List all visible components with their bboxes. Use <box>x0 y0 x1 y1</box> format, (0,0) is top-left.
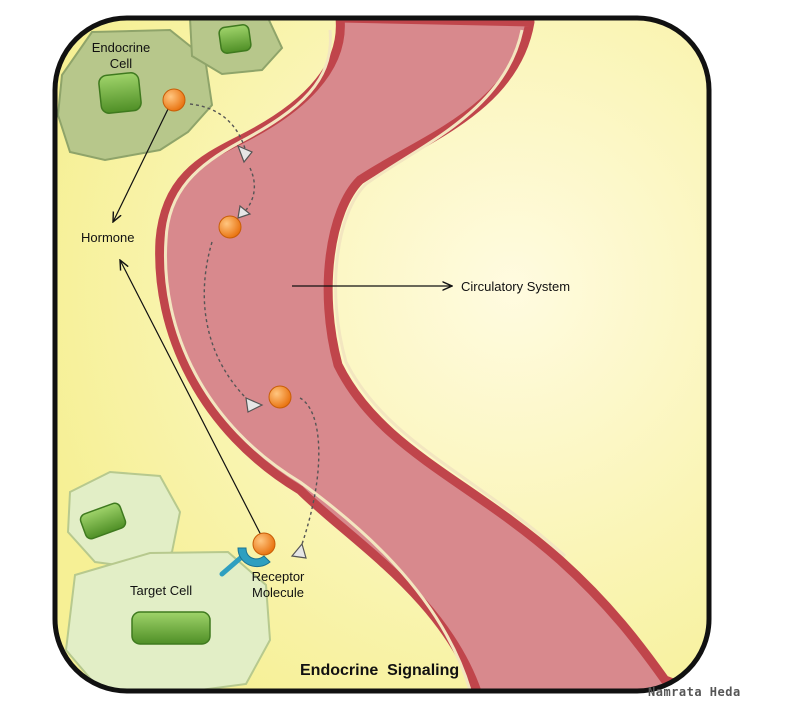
hormone-label: Hormone <box>81 230 135 245</box>
arrowheads <box>236 144 307 559</box>
receptor-molecule-label: Receptor Molecule <box>251 569 305 600</box>
hormone-molecule <box>218 215 242 239</box>
vessel-wall-inner-left <box>163 29 472 691</box>
receptor-molecule <box>219 547 271 577</box>
hormone-molecule <box>268 385 292 409</box>
receptor-hormone-pointer-line <box>120 260 263 538</box>
circulatory-system-label: Circulatory System <box>461 279 571 294</box>
target-nucleus-upper <box>79 502 127 540</box>
endocrine-nucleus-top <box>218 24 252 54</box>
hormone-molecule <box>162 88 186 112</box>
diagram-title: Endocrine Signaling <box>300 662 460 679</box>
frame-border <box>52 15 712 694</box>
hormone-pointer-line <box>113 104 171 222</box>
hormone-path-arrows <box>189 103 320 551</box>
endocrine-nucleus <box>98 72 142 114</box>
endocrine-cell-label: Endocrine Cell <box>91 40 151 71</box>
author-signature: Namrata Heda <box>648 685 741 699</box>
target-cell-label: Target Cell <box>130 583 193 598</box>
vessel-wall-inner-right <box>334 29 567 558</box>
target-nucleus <box>131 611 211 645</box>
hormone-molecule <box>252 532 276 556</box>
